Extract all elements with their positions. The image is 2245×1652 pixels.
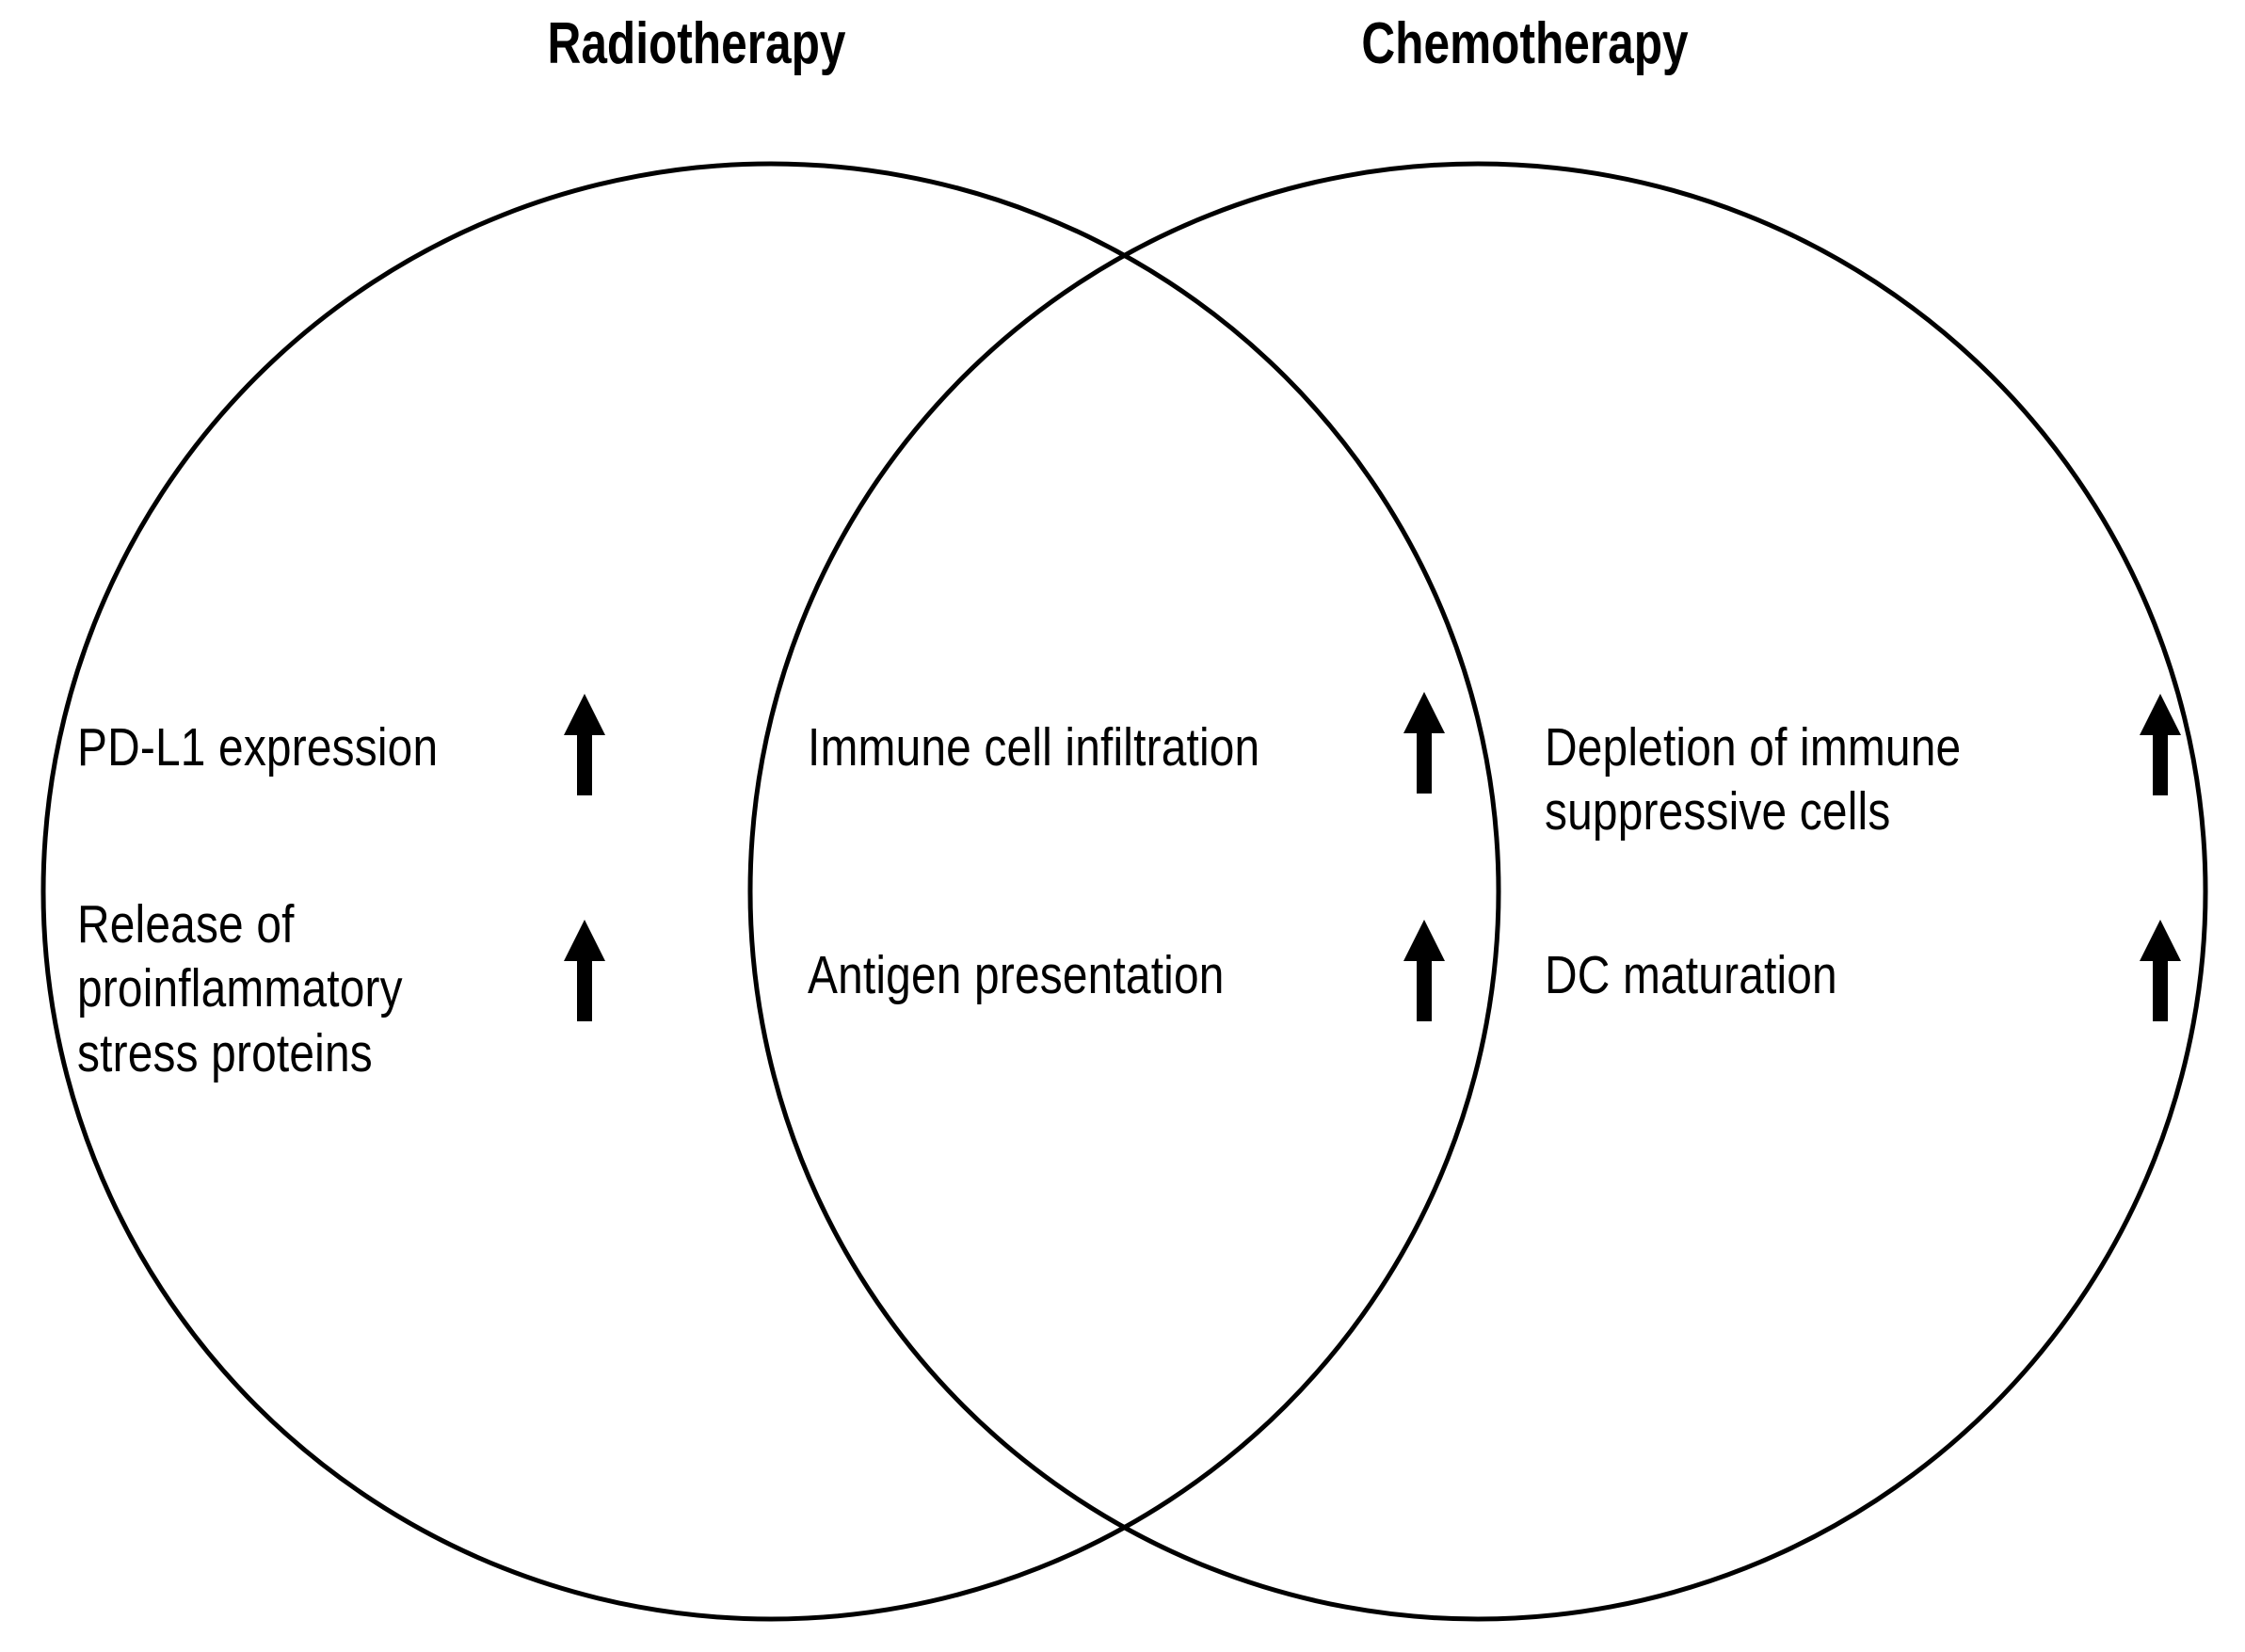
right-item-1-label: Depletion of immune suppressive cells [1545, 717, 1962, 842]
left-item-1: PD-L1 expression [77, 715, 506, 779]
circle-radiotherapy [40, 161, 1501, 1622]
left-item-2-label: Release of proinflammatory stress protei… [77, 894, 403, 1083]
right-item-1: Depletion of immune suppressive cells [1545, 715, 2041, 844]
intersection-item-2: Antigen presentation [808, 943, 1304, 1007]
title-radiotherapy: Radiotherapy [547, 11, 846, 76]
up-arrow-icon [1403, 690, 1446, 795]
up-arrow-icon [563, 692, 606, 797]
up-arrow-icon [2139, 918, 2182, 1023]
title-chemotherapy: Chemotherapy [1361, 11, 1689, 76]
right-item-2-label: DC maturation [1545, 945, 1837, 1005]
circle-chemotherapy [747, 161, 2208, 1622]
up-arrow-icon [2139, 692, 2182, 797]
intersection-item-2-label: Antigen presentation [808, 945, 1225, 1005]
left-item-2: Release of proinflammatory stress protei… [77, 892, 465, 1085]
right-item-2: DC maturation [1545, 943, 1893, 1007]
intersection-item-1-label: Immune cell infiltration [808, 717, 1260, 778]
left-item-1-label: PD-L1 expression [77, 717, 439, 778]
up-arrow-icon [563, 918, 606, 1023]
up-arrow-icon [1403, 918, 1446, 1023]
intersection-item-1: Immune cell infiltration [808, 715, 1346, 779]
